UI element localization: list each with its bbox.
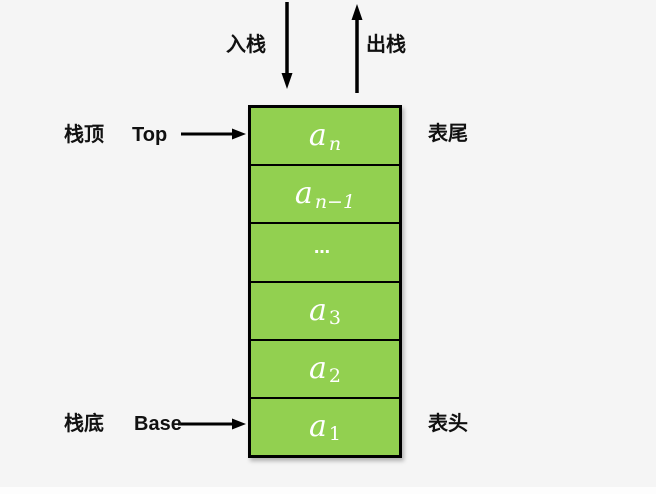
cell-subscript: n <box>328 132 342 155</box>
cell-subscript: 1 <box>328 423 341 446</box>
pop-arrow-icon <box>351 4 363 93</box>
push-label: 入栈 <box>226 34 266 56</box>
cell-value: … <box>314 238 334 258</box>
cell-value: a <box>294 176 313 212</box>
stack-top-label-en: Top <box>132 124 168 146</box>
cell-subscript: 3 <box>328 307 341 330</box>
stack-base-label-en: Base <box>134 413 182 435</box>
pop-label: 出栈 <box>366 34 406 56</box>
cell-subscript: 2 <box>328 365 341 388</box>
bottom-margin <box>0 487 656 494</box>
list-head-label: 表头 <box>428 413 468 435</box>
list-tail-label: 表尾 <box>428 123 468 145</box>
base-pointer-arrow-icon <box>178 418 246 430</box>
top-pointer-arrow-icon <box>181 128 246 140</box>
cell-value: a <box>308 118 327 154</box>
cell-subscript: n−1 <box>314 190 356 213</box>
stack-top-label-cn: 栈顶 <box>64 124 104 146</box>
cell-value: a <box>309 292 327 328</box>
cell-value: a <box>309 408 327 444</box>
push-arrow-icon <box>281 2 293 89</box>
stack-base-label-cn: 栈底 <box>64 413 104 435</box>
cell-value: a <box>309 350 327 386</box>
stack-cell-ellipsis: … <box>251 224 399 283</box>
